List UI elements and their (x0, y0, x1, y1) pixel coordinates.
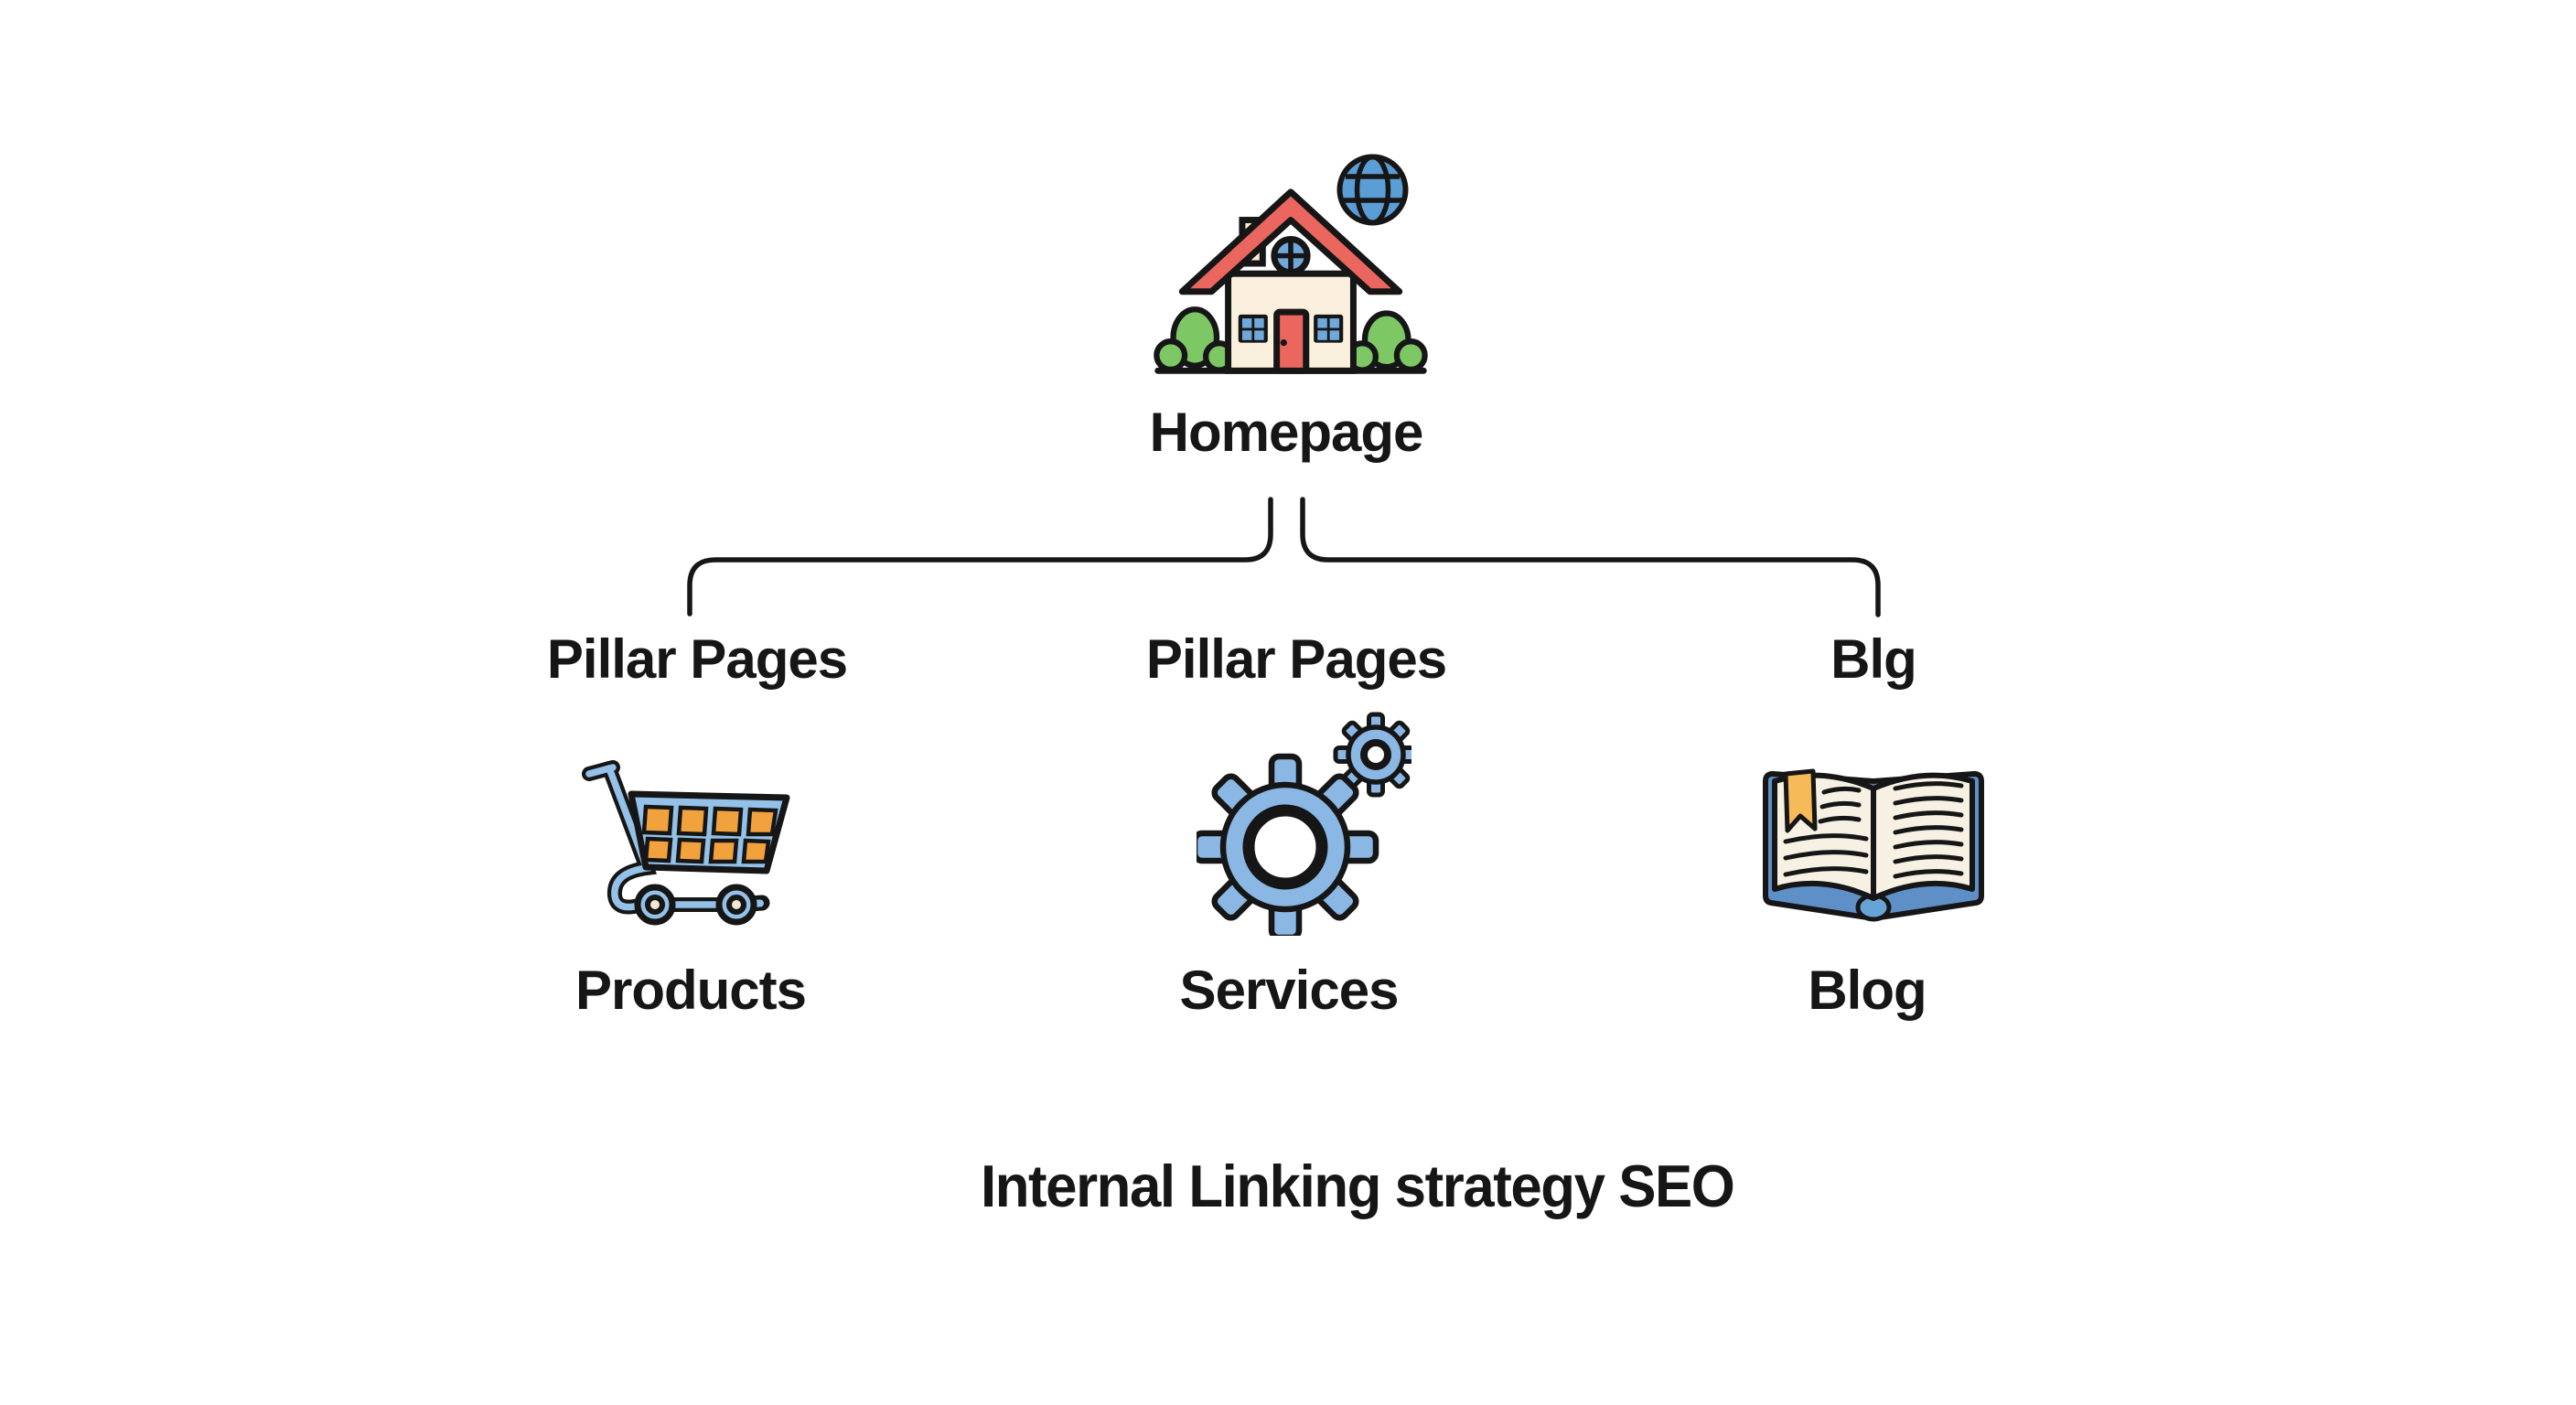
door (1273, 308, 1310, 374)
house-icon (1154, 188, 1428, 374)
homepage-label: Homepage (1149, 402, 1424, 463)
small-gear (1333, 712, 1411, 798)
cart-wheels (634, 884, 757, 926)
cart-frame (582, 760, 770, 915)
page-text-lines (1783, 781, 1964, 879)
services-label: Services (1179, 960, 1400, 1021)
branch-line-left (687, 497, 1273, 617)
blog-label: Blog (1808, 960, 1927, 1021)
pillar-pages-heading-center: Pillar Pages (1145, 628, 1447, 690)
cart-items (641, 804, 778, 864)
gears-icon (1197, 712, 1411, 936)
shopping-cart-icon (582, 760, 790, 926)
branch-line-right (1300, 497, 1881, 617)
products-label: Products (574, 960, 807, 1021)
open-book-icon (1763, 768, 1984, 922)
roof (1178, 188, 1403, 295)
large-gear (1197, 753, 1379, 936)
globe-icon (1336, 154, 1409, 226)
left-window (1238, 314, 1268, 343)
right-window (1314, 314, 1344, 343)
diagram-caption: Internal Linking strategy SEO (981, 1153, 1735, 1219)
right-page (1871, 772, 1975, 901)
pillar-pages-heading-left: Pillar Pages (546, 628, 848, 690)
blog-heading-right: Blg (1830, 628, 1917, 690)
bookmark (1783, 768, 1818, 833)
